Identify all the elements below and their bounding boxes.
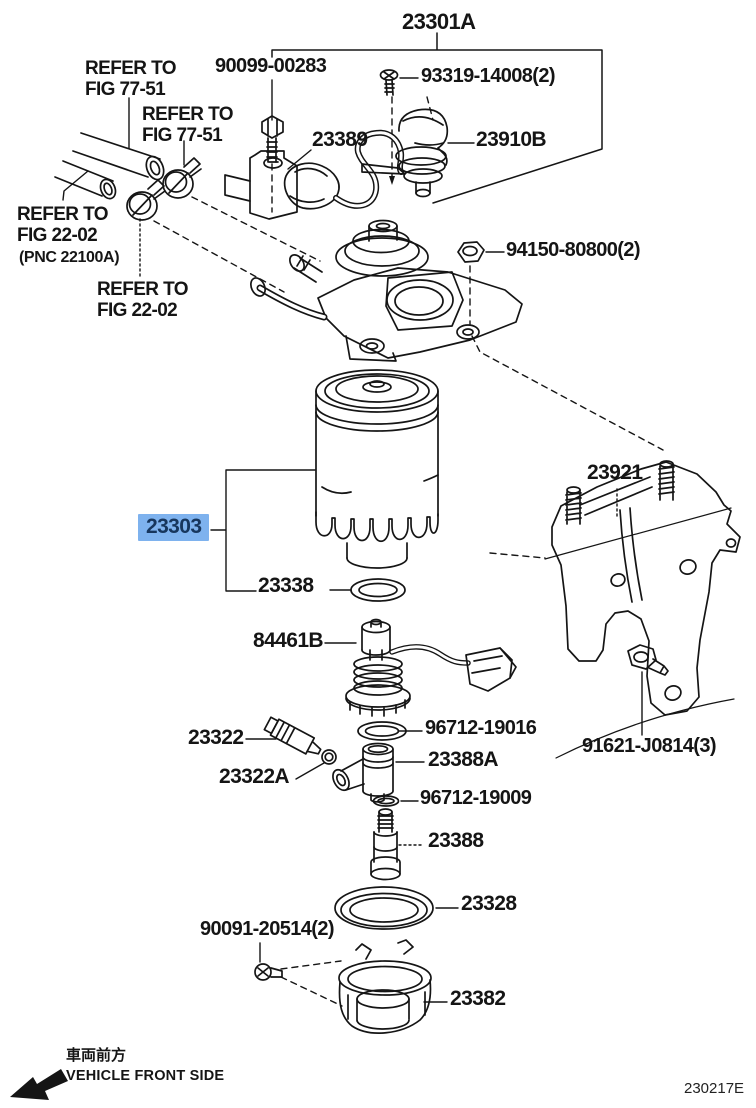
note-refer-2202-b: REFER TO FIG 22-02 [97, 279, 189, 322]
oring-19016-drawing [358, 722, 406, 740]
part-label-94150-80800[interactable]: 94150-80800(2) [506, 239, 641, 261]
figure-code: 230217E [684, 1080, 745, 1097]
screw-90091-drawing [255, 964, 282, 980]
part-label-23388[interactable]: 23388 [428, 829, 484, 852]
part-label-93319-14008[interactable]: 93319-14008(2) [421, 65, 556, 87]
part-label-23303[interactable]: 23303 [138, 514, 210, 542]
orientation-note-jp: 車両前方 [66, 1047, 127, 1064]
part-label-23388A[interactable]: 23388A [428, 748, 499, 771]
part-label-91621-J0814[interactable]: 91621-J0814(3) [582, 735, 717, 757]
projection-lines [154, 97, 663, 1006]
note-refer-7751-b: REFER TO FIG 77-51 [142, 104, 234, 147]
oring-23322A-drawing [322, 750, 336, 764]
gasket-23328-drawing [335, 887, 433, 929]
bolt-91621-drawing [628, 645, 668, 675]
filter-head-drawing [248, 221, 522, 362]
part-label-96712-19016[interactable]: 96712-19016 [425, 717, 537, 739]
part-label-96712-19009[interactable]: 96712-19009 [420, 787, 532, 809]
part-label-23322[interactable]: 23322 [188, 726, 244, 749]
gasket-19009-drawing [374, 796, 399, 806]
part-label-23301A[interactable]: 23301A [402, 9, 476, 34]
part-label-90091-20514[interactable]: 90091-20514(2) [200, 918, 335, 940]
bolt-90099-drawing [262, 116, 283, 162]
dotted-leaders [140, 219, 617, 845]
front-direction-arrow [10, 1069, 68, 1100]
fuel-hoses [55, 133, 167, 201]
hose-clamp-upper [163, 158, 201, 198]
nut-94150-drawing [458, 242, 484, 262]
case-23382-drawing [339, 940, 431, 1033]
note-refer-2202-a: REFER TO FIG 22-02 [17, 204, 109, 247]
hose-clamp-lower [127, 180, 165, 220]
leader-lines [63, 78, 642, 1002]
switch-23322-drawing [263, 715, 324, 759]
part-label-23910B[interactable]: 23910B [476, 128, 547, 151]
priming-pump-drawing [396, 109, 447, 196]
part-label-23921[interactable]: 23921 [587, 461, 643, 484]
harness-23389-drawing [285, 163, 339, 208]
part-label-23322A[interactable]: 23322A [219, 765, 290, 788]
orientation-note-en: VEHICLE FRONT SIDE [66, 1068, 225, 1084]
part-label-84461B[interactable]: 84461B [253, 629, 324, 652]
oring-23338-drawing [351, 579, 405, 601]
part-label-90099-00283[interactable]: 90099-00283 [215, 55, 327, 77]
callout-box-23301A [272, 33, 602, 203]
part-label-23328[interactable]: 23328 [461, 892, 517, 915]
projection-arrowhead [389, 176, 395, 185]
note-refer-7751-a: REFER TO FIG 77-51 [85, 58, 177, 101]
screw-93319-drawing [381, 70, 398, 95]
valve-23388-drawing [371, 809, 400, 880]
upper-bracket-drawing [225, 151, 297, 219]
sensor-84461B-drawing [346, 620, 516, 717]
part-label-23382[interactable]: 23382 [450, 987, 506, 1010]
note-refer-2202-pnc: (PNC 22100A) [19, 249, 120, 266]
bracket-23921-drawing [552, 461, 740, 715]
body-frame-lines [545, 508, 734, 758]
part-label-23389[interactable]: 23389 [312, 128, 368, 151]
part-label-23338[interactable]: 23338 [258, 574, 314, 597]
elbow-23388A-drawing [330, 744, 393, 802]
filter-cartridge-drawing [316, 370, 438, 568]
